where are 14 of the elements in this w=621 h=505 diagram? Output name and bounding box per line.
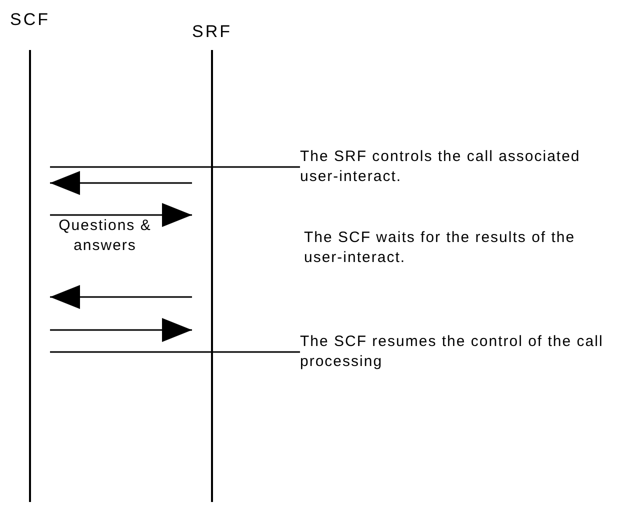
message-label: Questions & answers <box>58 216 152 256</box>
arrow <box>50 203 192 227</box>
arrow <box>50 285 192 309</box>
lifeline <box>192 22 232 502</box>
arrow <box>50 318 192 342</box>
note-text: The SCF resumes the control of the call processing <box>300 332 618 376</box>
leader-line <box>50 351 300 353</box>
lifeline <box>10 10 50 502</box>
lifeline-label: SCF <box>10 10 50 30</box>
note-text: The SCF waits for the results of the user-interact. <box>304 228 576 268</box>
arrow <box>50 171 192 195</box>
lifeline-label: SRF <box>192 22 232 42</box>
leader-line <box>50 166 300 168</box>
note-text: The SRF controls the call associated user-interact. <box>300 147 600 191</box>
